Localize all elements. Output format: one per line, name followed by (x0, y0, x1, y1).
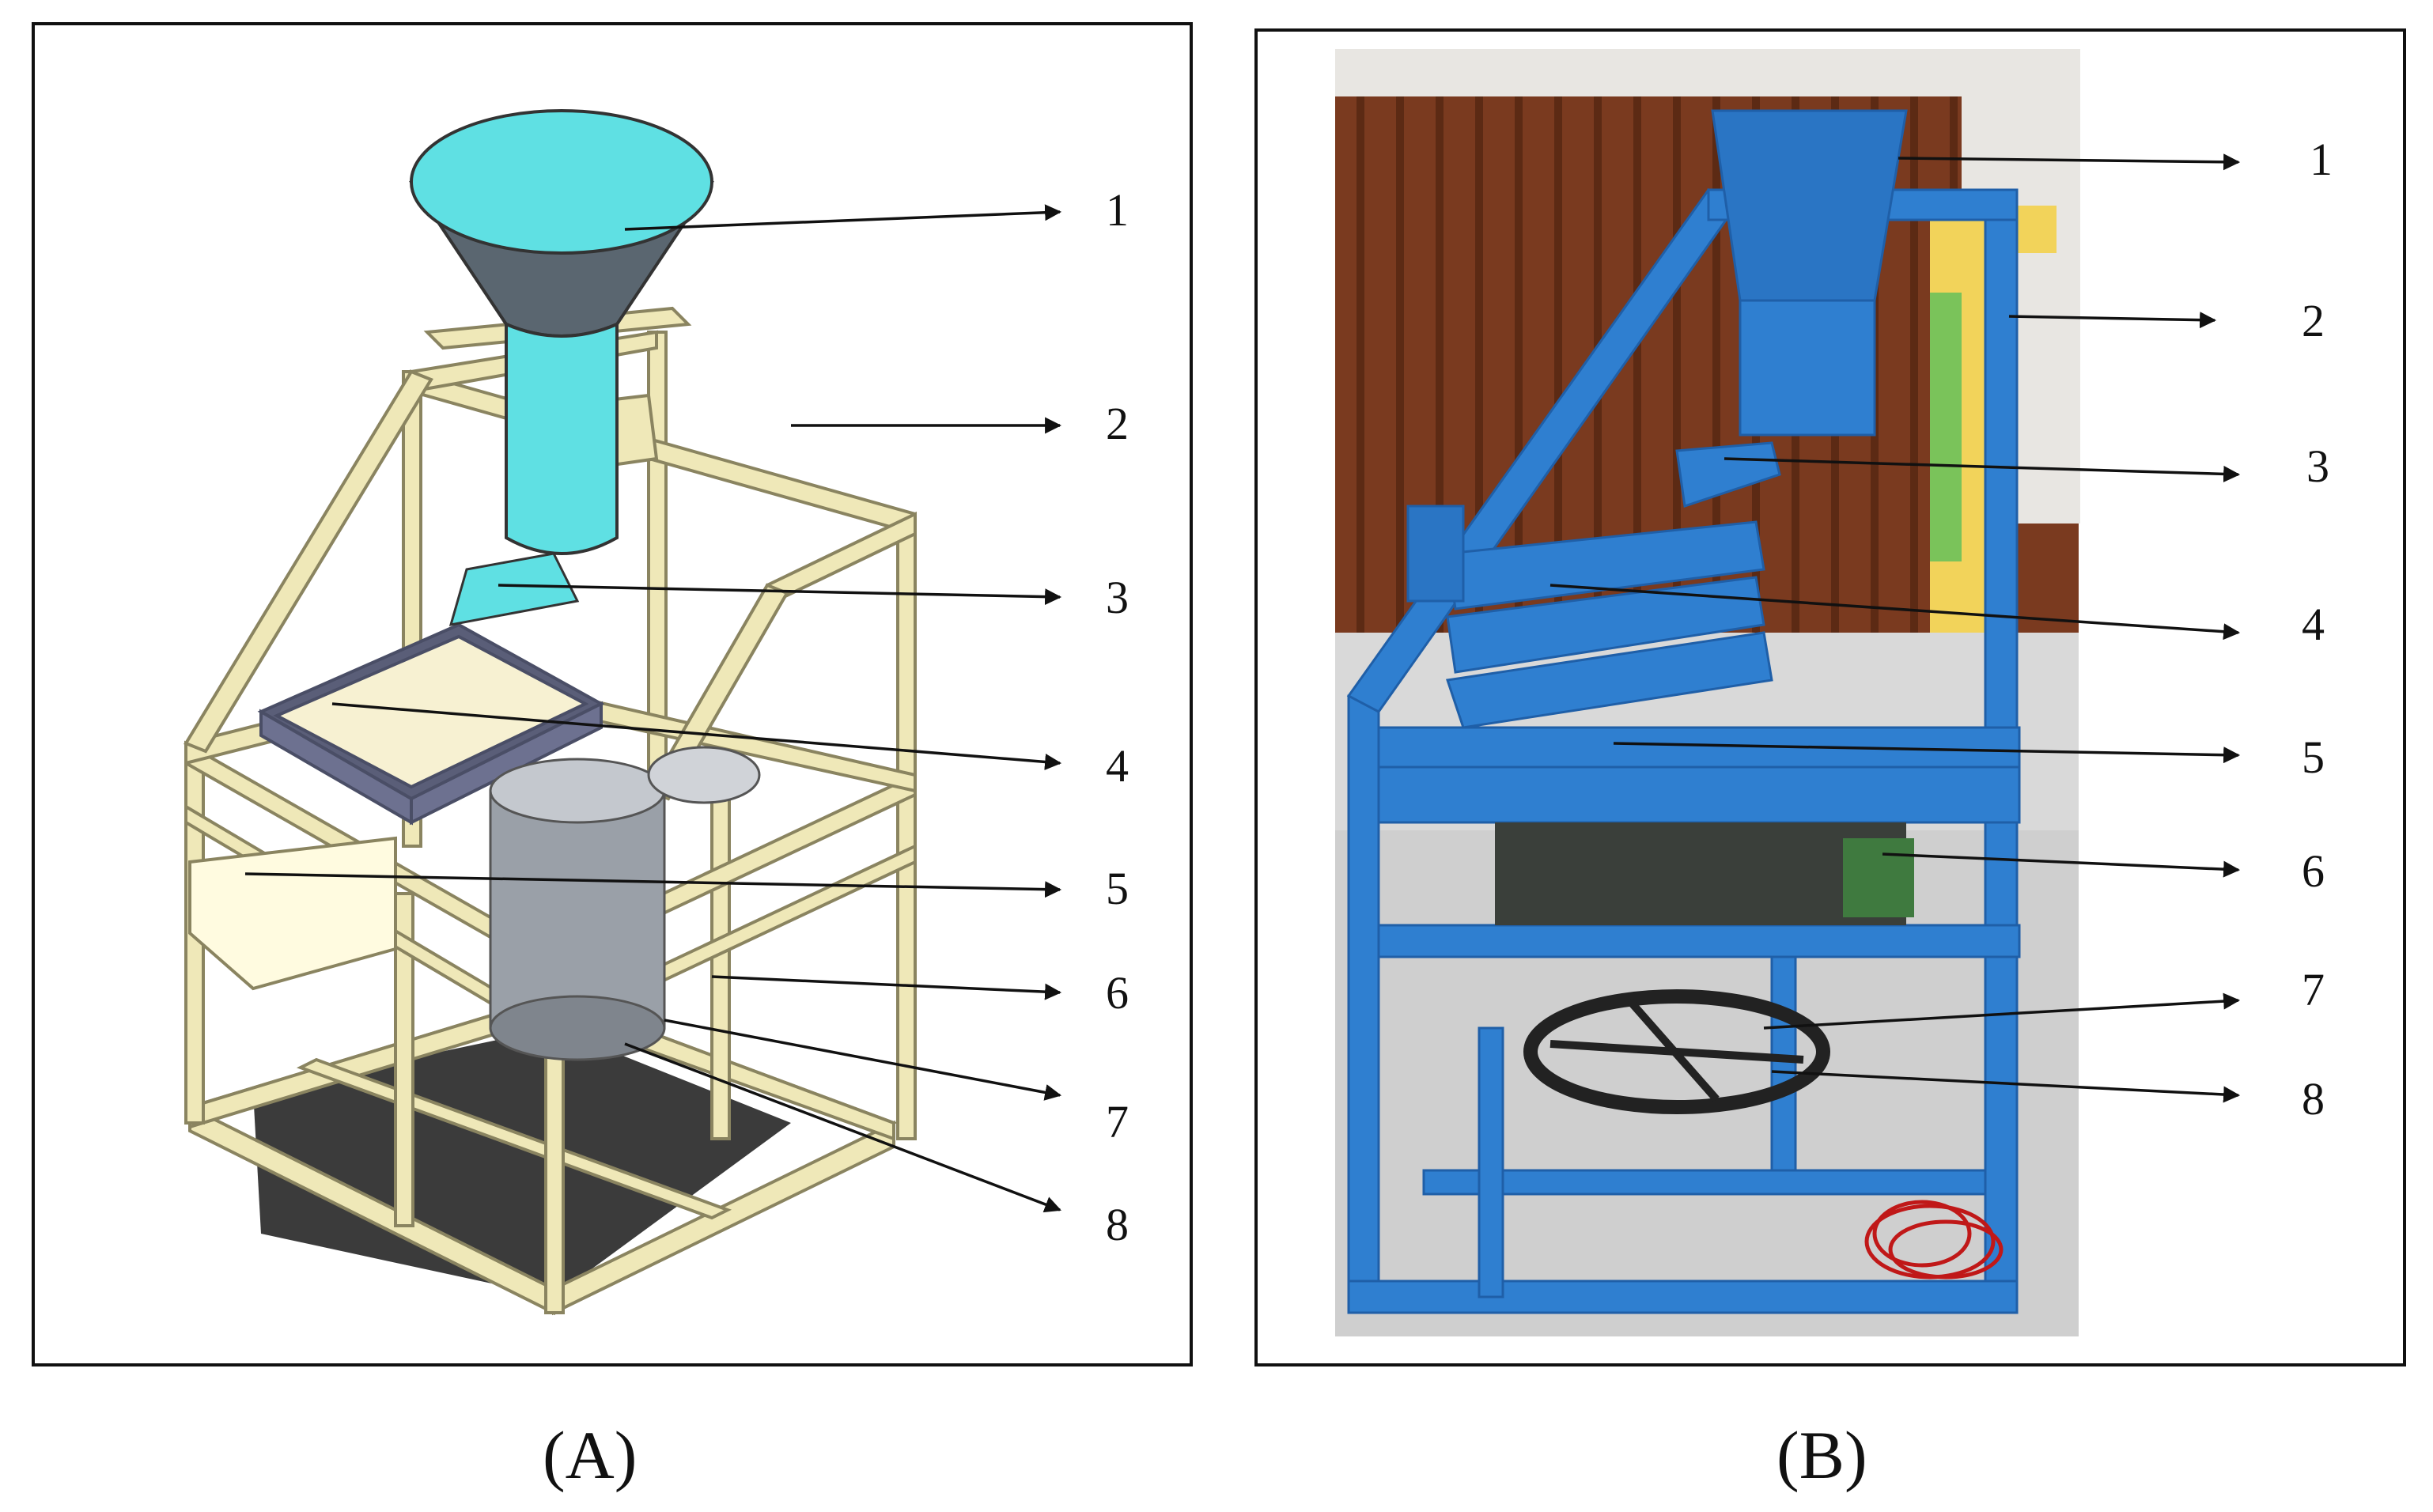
photo-ceiling (1335, 49, 2079, 96)
cad-callout-2: 2 (1106, 398, 1129, 449)
photo-inner-post (1478, 1026, 1504, 1298)
cad-callout-1: 1 (1106, 184, 1129, 236)
photo-pulley (1523, 989, 1830, 1114)
photo-side-box (1406, 505, 1465, 603)
photo-post-left (1347, 694, 1380, 1314)
photo-table-top (1377, 726, 2021, 769)
photo-hopper (1711, 109, 1908, 302)
caption-b: (B) (1777, 1417, 1867, 1493)
cad-callout-3: 3 (1106, 572, 1129, 623)
photo-hopper-body (1739, 299, 1876, 437)
cad-discharge-chute (188, 836, 397, 991)
photo-blue-frame (1346, 109, 2021, 1314)
photo-sieve-2 (1446, 576, 1765, 674)
cad-brace-left (184, 369, 433, 754)
photo-callout-6: 6 (2302, 845, 2325, 897)
photo-red-wire-2 (1888, 1219, 2004, 1280)
photo-arrow-7 (1763, 992, 2241, 1030)
photo-arrow-4 (1549, 584, 2241, 641)
photo-arrow-2 (2008, 312, 2217, 329)
cad-callout-5: 5 (1106, 863, 1129, 914)
photo-pulley-spoke-2 (1626, 997, 1720, 1102)
cad-arrow-7 (664, 1019, 1062, 1101)
photo-arrow-5 (1613, 742, 2241, 764)
cad-callout-7: 7 (1106, 1096, 1129, 1147)
photo-motor-area (1495, 822, 1906, 925)
photo-green-motor (1843, 838, 1914, 917)
cad-machine (184, 109, 917, 1316)
cad-post-tall-right (647, 331, 668, 777)
photo-callout-8: 8 (2302, 1073, 2325, 1125)
photo-table-skirt (1377, 765, 2021, 824)
cad-motor (489, 746, 761, 1061)
photo-arrow-1 (1898, 153, 2241, 171)
cad-callout-arrows (244, 204, 1062, 1213)
photo-scene (1335, 49, 2080, 1336)
photo-callout-1: 1 (2310, 134, 2333, 185)
photo-mid-rail (1377, 924, 2021, 958)
photo-arrow-8 (1771, 1070, 2241, 1103)
cad-post-back-mid (710, 789, 731, 1140)
cad-arrow-6 (711, 975, 1062, 1000)
cad-arrow-8 (624, 1042, 1061, 1213)
cad-arrow-3 (498, 584, 1062, 606)
photo-arrow-3 (1724, 457, 2241, 482)
photo-callout-4: 4 (2302, 599, 2325, 650)
cad-callout-6: 6 (1106, 967, 1129, 1019)
photo-low-rail (1422, 1169, 1987, 1196)
cad-callout-4: 4 (1106, 740, 1129, 792)
photo-callout-7: 7 (2302, 964, 2325, 1015)
photo-callout-2: 2 (2302, 295, 2325, 346)
caption-a: (A) (543, 1417, 638, 1493)
photo-callout-arrows (1549, 153, 2241, 1103)
photo-base-rail (1347, 1280, 2019, 1314)
cad-post-front-mid (394, 892, 414, 1227)
cad-feeder (448, 552, 580, 626)
cad-hopper (409, 109, 714, 555)
cad-callout-8: 8 (1106, 1199, 1129, 1250)
photo-arrow-6 (1882, 852, 2241, 878)
cad-arrow-4 (331, 702, 1062, 770)
cad-arrow-1 (624, 204, 1062, 231)
photo-sieve-3 (1446, 631, 1773, 729)
photo-red-wire-3 (1872, 1200, 1972, 1268)
cad-post-back-right (896, 512, 917, 1140)
cad-arrow-5 (244, 872, 1062, 898)
photo-callout-5: 5 (2302, 731, 2325, 783)
photo-green-item (1930, 293, 1962, 561)
photo-callout-3: 3 (2306, 440, 2329, 492)
